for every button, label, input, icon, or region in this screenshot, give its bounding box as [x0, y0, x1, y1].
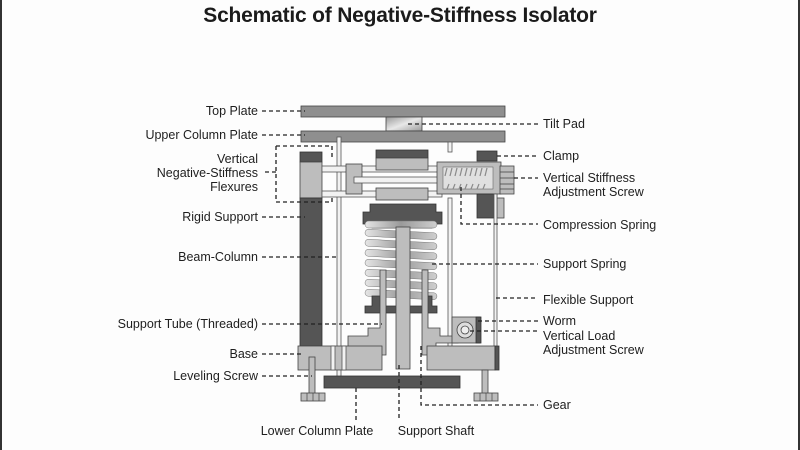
label-beam-column: Beam-Column — [178, 250, 258, 264]
label-support-tube: Support Tube (Threaded) — [118, 317, 258, 331]
label-leveling-screw: Leveling Screw — [173, 369, 259, 383]
worm-edge — [475, 316, 482, 344]
center-block-upper — [375, 157, 429, 171]
leader-gear — [420, 346, 538, 406]
base-right — [426, 345, 496, 371]
left-flexure-block — [299, 161, 323, 199]
label-vlas-line1: Vertical Load — [543, 329, 615, 343]
upper-column-plate — [300, 130, 506, 143]
left-frame-border — [0, 0, 2, 450]
support-tube-left — [347, 269, 387, 356]
knob-knurl — [500, 171, 514, 190]
label-clamp: Clamp — [543, 149, 579, 163]
label-vertical-nsf-line1: Vertical — [217, 152, 258, 166]
label-upper-column-plate: Upper Column Plate — [145, 128, 258, 142]
label-gear: Gear — [543, 398, 571, 412]
label-base: Base — [230, 347, 259, 361]
support-shaft — [395, 226, 411, 370]
label-vsas-line1: Vertical Stiffness — [543, 171, 635, 185]
vertical-stiffness-adjustment-screw-knob — [499, 165, 515, 195]
label-vlas-line2: Adjustment Screw — [543, 343, 645, 357]
compression-spring-coils — [444, 167, 488, 190]
flex-support-block — [496, 197, 505, 219]
base-left-slot-a — [330, 345, 336, 371]
label-tilt-pad: Tilt Pad — [543, 117, 585, 131]
label-vertical-nsf-line3: Flexures — [210, 180, 258, 194]
leveling-foot-left-knurl — [306, 393, 320, 401]
label-top-plate: Top Plate — [206, 104, 258, 118]
vertical-load-adjustment-screw — [494, 345, 500, 371]
label-rigid-support: Rigid Support — [182, 210, 258, 224]
top-plate — [300, 105, 506, 118]
compression-spring — [442, 166, 494, 190]
lower-column-plate — [323, 375, 461, 389]
flexible-support — [493, 193, 498, 361]
center-block-lower — [375, 187, 429, 201]
leveling-screw-right — [481, 369, 489, 396]
label-flexible-support: Flexible Support — [543, 293, 634, 307]
label-support-shaft: Support Shaft — [398, 424, 475, 438]
label-worm: Worm — [543, 314, 576, 328]
gear-teeth — [479, 393, 493, 401]
leader-compression-spring — [460, 187, 538, 225]
right-frame-border — [798, 0, 800, 450]
worm-gear-inner — [460, 325, 470, 335]
base-left-slot-b — [341, 345, 347, 371]
center-block-cap — [375, 149, 429, 159]
beam-column-top-stub — [447, 141, 453, 153]
diagram-title: Schematic of Negative-Stiffness Isolator — [203, 4, 597, 27]
label-compression-spring: Compression Spring — [543, 218, 656, 232]
leader-negative-stiffness-flexures — [265, 145, 333, 203]
label-lower-column-plate: Lower Column Plate — [261, 424, 374, 438]
left-flexure-cap — [299, 151, 323, 163]
label-support-spring: Support Spring — [543, 257, 626, 271]
label-vertical-nsf-line2: Negative-Stiffness — [157, 166, 258, 180]
clamp — [476, 150, 498, 162]
label-vsas-line2: Adjustment Screw — [543, 185, 645, 199]
